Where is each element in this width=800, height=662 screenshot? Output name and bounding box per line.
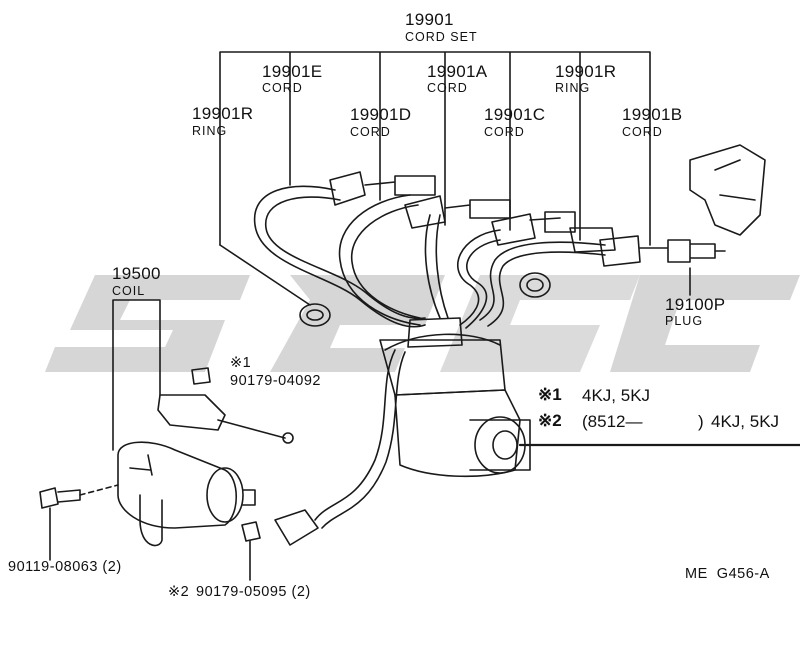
plug-number: 19100P — [665, 295, 726, 314]
cord-b-name: CORD — [622, 125, 663, 139]
nut-note2-mark: ※2 — [168, 584, 190, 600]
distributor-cap — [379, 339, 506, 396]
note1-mark: ※1 — [538, 385, 562, 404]
cord-e-name: CORD — [262, 81, 303, 95]
bolt-code: 90119-08063 (2) — [8, 559, 122, 575]
distributor-body — [394, 389, 521, 478]
note2-mark: ※2 — [538, 411, 562, 430]
cord-a-line — [424, 214, 441, 319]
nut-note2-code: 90179-05095 (2) — [196, 584, 311, 600]
ring-right — [519, 272, 551, 298]
note2-range-start: (8512— — [582, 412, 643, 431]
cord-c-line — [457, 229, 501, 326]
cord-set-name: CORD SET — [405, 30, 478, 44]
coil-body — [117, 441, 237, 529]
cord-c-number: 19901C — [484, 105, 546, 124]
igniter — [157, 394, 226, 431]
note2-range-end: ) — [698, 412, 704, 431]
coil-number: 19500 — [112, 264, 161, 283]
ring-left — [299, 303, 331, 327]
nut-note2-shape — [241, 521, 261, 542]
cord-b-line — [479, 241, 606, 321]
cord-d-number: 19901D — [350, 105, 412, 124]
note1-text: 4KJ, 5KJ — [582, 386, 651, 405]
nut-note1-code: 90179-04092 — [230, 373, 321, 389]
plug-name: PLUG — [665, 314, 704, 328]
cord-d-line — [338, 194, 421, 326]
water-outlet — [689, 144, 766, 236]
cord-e-line — [253, 185, 426, 328]
ring-left-name: RING — [192, 124, 228, 138]
figure-code: ME G456-A — [685, 566, 770, 582]
note2-text: 4KJ, 5KJ — [711, 412, 780, 431]
cord-set-bracket — [219, 51, 651, 246]
cord-a-name: CORD — [427, 81, 468, 95]
coil-cord-end — [274, 509, 319, 546]
cord-c-name: CORD — [484, 125, 525, 139]
cord-b-number: 19901B — [622, 105, 683, 124]
cord-e-number: 19901E — [262, 62, 323, 81]
ring-top-number: 19901R — [555, 62, 617, 81]
nut-note1-shape — [191, 367, 211, 385]
coil-bracket — [112, 299, 161, 451]
nut-note1-mark: ※1 — [230, 355, 252, 371]
ring-left-leader — [219, 244, 311, 306]
coil-cord-line — [314, 349, 396, 521]
cord-set-number: 19901 — [405, 10, 454, 29]
ring-left-number: 19901R — [192, 104, 254, 123]
spark-plug — [639, 239, 726, 263]
cord-d-name: CORD — [350, 125, 391, 139]
cord-a-number: 19901A — [427, 62, 488, 81]
ring-top-name: RING — [555, 81, 591, 95]
bolt-shape — [39, 487, 81, 509]
plug-boots — [329, 171, 641, 267]
coil-name: COIL — [112, 284, 146, 298]
